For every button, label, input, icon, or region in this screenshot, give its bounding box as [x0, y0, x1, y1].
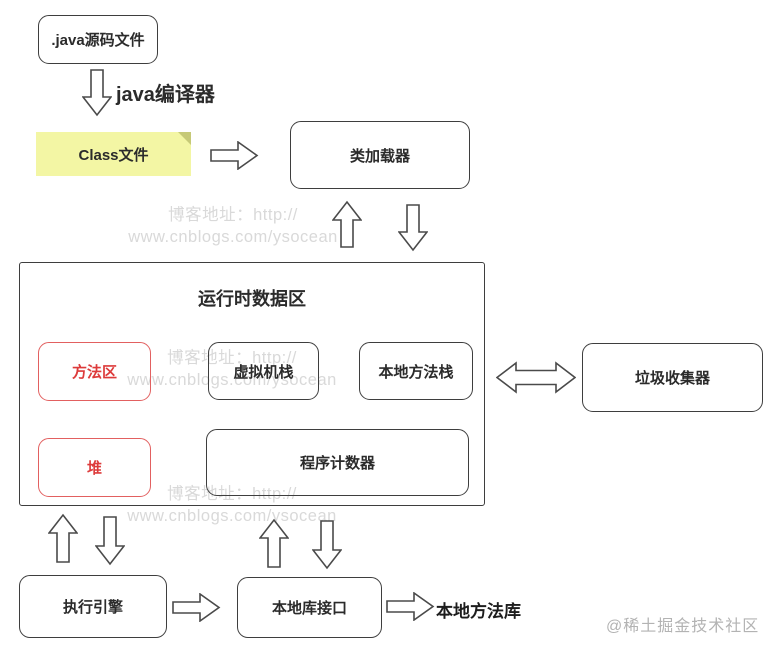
arrow-up-icon [332, 200, 362, 248]
arrow-right-icon [172, 593, 221, 622]
node-method-area: 方法区 [38, 342, 151, 401]
arrow-down-icon [95, 516, 125, 566]
community-watermark: @稀土掘金技术社区 [606, 618, 760, 635]
blog-watermark: 博客地址：http:// www.cnblogs.com/ysocean [112, 347, 352, 391]
node-garbage-collector: 垃圾收集器 [582, 343, 763, 412]
blog-watermark-line2: www.cnblogs.com/ysocean [128, 228, 338, 246]
blog-watermark-line2: www.cnblogs.com/ysocean [127, 371, 337, 389]
node-label: 本地方法栈 [378, 363, 454, 381]
blog-watermark-line1: 博客地址：http:// [167, 349, 297, 367]
arrow-double-horizontal-icon [496, 361, 576, 394]
node-label: 堆 [86, 460, 102, 477]
node-class-loader: 类加载器 [290, 121, 470, 189]
blog-watermark: 博客地址：http:// www.cnblogs.com/ysocean [113, 204, 353, 248]
runtime-data-area: 运行时数据区 方法区 虚拟机栈 本地方法栈 堆 程序计数器 [19, 262, 485, 506]
node-native-method-stack: 本地方法栈 [359, 342, 473, 400]
node-execution-engine: 执行引擎 [19, 575, 167, 638]
node-class-file: Class文件 [36, 132, 191, 176]
node-label: 虚拟机栈 [233, 363, 294, 381]
compiler-label: java编译器 [116, 84, 215, 106]
native-method-library-label: 本地方法库 [436, 602, 521, 621]
node-label: 方法区 [71, 364, 117, 381]
node-label: Class文件 [78, 146, 149, 164]
node-native-interface: 本地库接口 [237, 577, 382, 638]
node-label: 类加载器 [349, 147, 410, 165]
blog-watermark-line1: 博客地址：http:// [168, 206, 298, 224]
arrow-right-icon [210, 141, 259, 170]
arrow-down-icon [398, 204, 428, 252]
node-label: .java源码文件 [51, 32, 145, 49]
node-heap: 堆 [38, 438, 151, 497]
arrow-up-icon [48, 513, 78, 563]
blog-watermark-line1: 博客地址：http:// [167, 485, 297, 503]
arrow-right-icon [386, 592, 435, 621]
blog-watermark: 博客地址：http:// www.cnblogs.com/ysocean [112, 483, 352, 527]
node-label: 垃圾收集器 [634, 370, 710, 387]
runtime-data-area-title: 运行时数据区 [198, 289, 306, 309]
node-java-source-file: .java源码文件 [38, 15, 158, 64]
arrow-down-icon [312, 520, 342, 570]
arrow-down-icon [82, 69, 112, 117]
node-label: 执行引擎 [62, 599, 123, 616]
node-label: 程序计数器 [299, 455, 375, 472]
node-program-counter: 程序计数器 [206, 429, 469, 496]
node-vm-stack: 虚拟机栈 [208, 342, 319, 400]
node-label: 本地库接口 [271, 600, 347, 617]
arrow-up-icon [259, 518, 289, 568]
blog-watermark-line2: www.cnblogs.com/ysocean [127, 507, 337, 525]
